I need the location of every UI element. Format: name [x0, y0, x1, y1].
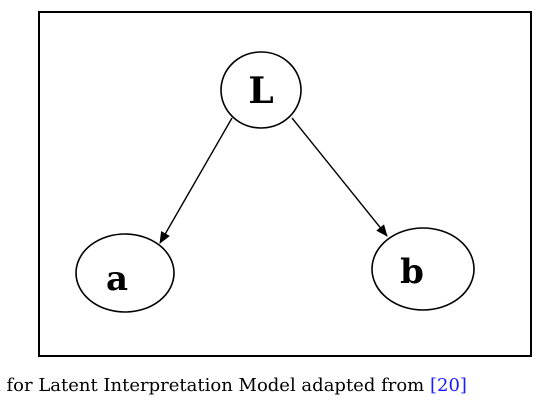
caption-reference-link[interactable]: [20] — [429, 375, 467, 396]
node-l-label: L — [248, 70, 273, 112]
node-a-label: a — [106, 259, 128, 299]
figure-caption: odel for Latent Interpretation Model ada… — [0, 371, 560, 400]
node-b-label: b — [400, 252, 424, 292]
caption-text: odel for Latent Interpretation Model ada… — [0, 375, 430, 396]
node-l — [220, 51, 302, 129]
edge-l-to-a — [159, 117, 233, 244]
node-a — [75, 233, 175, 313]
diagram-frame — [38, 11, 532, 357]
node-b — [371, 227, 475, 311]
edge-l-to-b — [291, 117, 388, 237]
latent-model-diagram: L a b — [38, 11, 532, 357]
